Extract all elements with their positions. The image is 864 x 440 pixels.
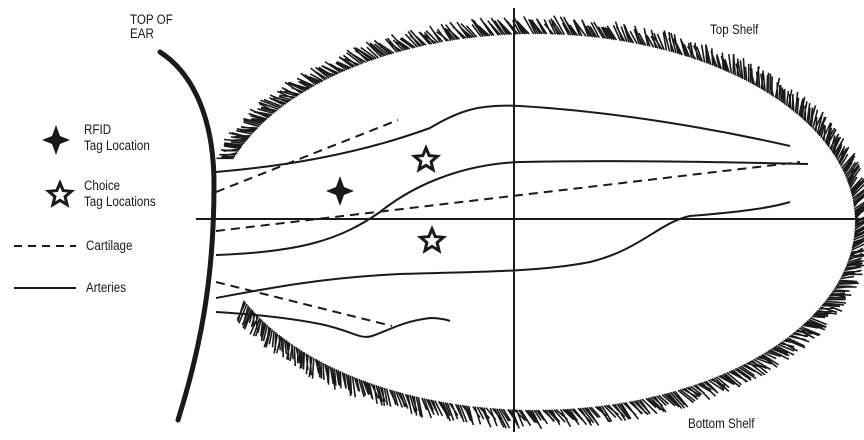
top-of-ear-label-line2: EAR: [130, 26, 154, 41]
top-shelf-label: Top Shelf: [710, 22, 758, 37]
legend-rfid-icon: [42, 125, 70, 155]
legend-rfid-label-line2: Tag Location: [84, 138, 150, 154]
artery-2: [216, 161, 808, 255]
choice-star-outline-icon: [49, 183, 72, 205]
choice-tag-marker-icon: [415, 148, 438, 170]
legend-choice-label-line1: Choice: [84, 178, 120, 194]
legend-rfid-label-line1: RFID: [84, 122, 111, 138]
choice-tag-markers: [415, 148, 444, 251]
legend-choice-icon: [49, 183, 72, 205]
cartilage-2: [216, 162, 800, 231]
ear-base-curve: [160, 52, 214, 420]
top-of-ear-label-line1: TOP OF: [130, 12, 173, 27]
rfid-tag-marker-icon: [326, 176, 354, 206]
ear-hair-fringe: [216, 16, 864, 429]
artery-3: [216, 202, 790, 298]
legend-cartilage-label: Cartilage: [86, 238, 132, 254]
choice-tag-marker-icon: [421, 229, 444, 251]
hair-strokes: [216, 16, 864, 429]
bottom-shelf-label: Bottom Shelf: [688, 416, 754, 431]
legend-arteries-label: Arteries: [86, 280, 126, 296]
legend-choice-label-line2: Tag Locations: [84, 194, 156, 210]
